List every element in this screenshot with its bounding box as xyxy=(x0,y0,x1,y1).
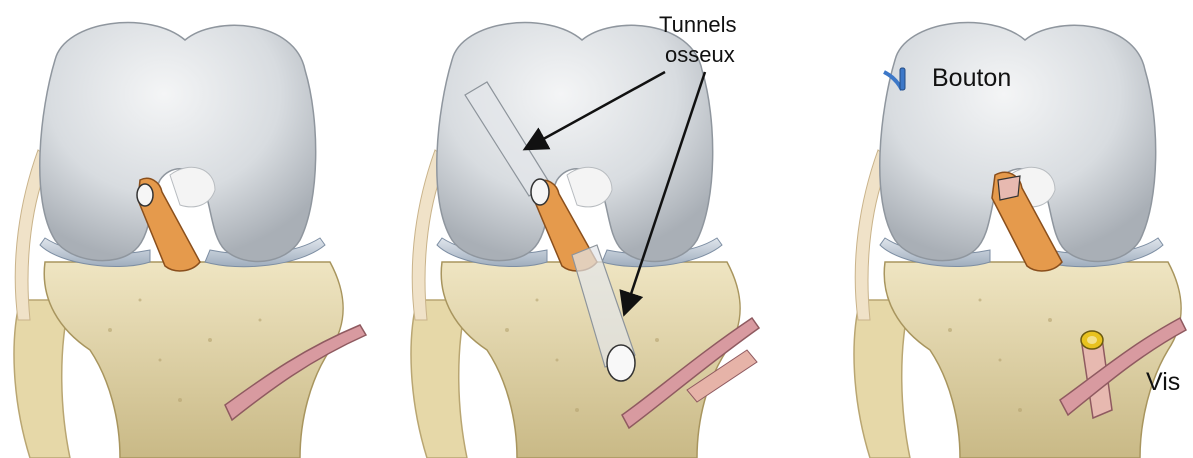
knee-panel-tunnels: Tunnels osseux xyxy=(407,0,787,458)
knee-illustration xyxy=(850,0,1193,458)
knee-illustration xyxy=(0,0,380,458)
label-tunnels-line1: Tunnels xyxy=(659,14,736,36)
label-vis: Vis xyxy=(1146,370,1180,395)
label-tunnels-line2: osseux xyxy=(665,44,735,66)
label-bouton: Bouton xyxy=(932,66,1011,91)
tibial-tunnel-aperture xyxy=(607,345,635,381)
graft-entry xyxy=(998,176,1020,200)
knee-panel-native xyxy=(0,0,380,458)
posterior-cruciate-ligament xyxy=(567,167,612,207)
femoral-tunnel-aperture xyxy=(531,179,549,205)
knee-panel-fixation: Bouton Vis xyxy=(850,0,1193,458)
femoral-tunnel-aperture xyxy=(137,184,153,206)
posterior-cruciate-ligament xyxy=(170,167,215,207)
knee-illustration xyxy=(407,0,787,458)
